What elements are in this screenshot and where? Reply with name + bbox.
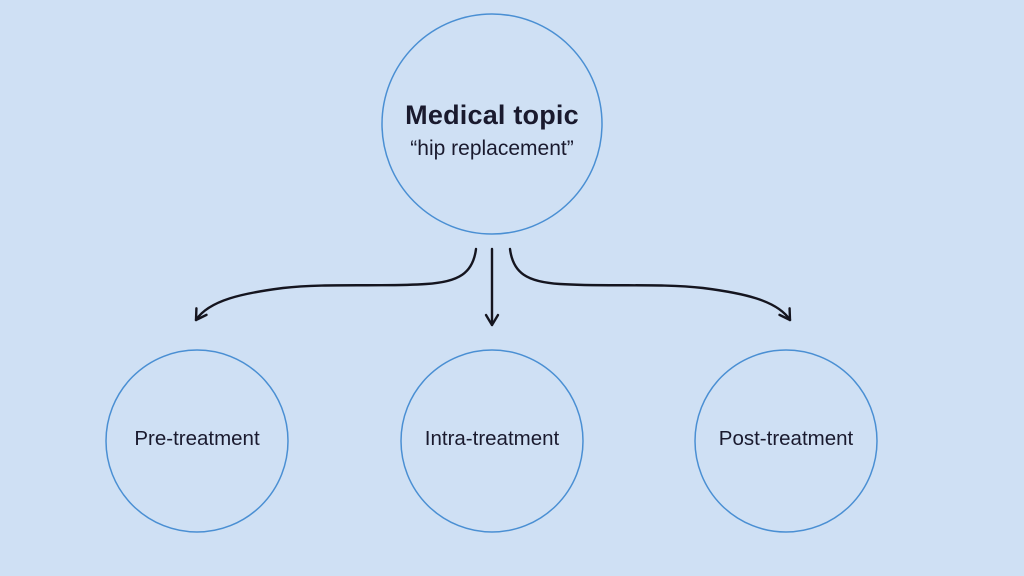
- arrow-to-pre-treatment-icon: [194, 247, 478, 322]
- root-node-label: Medical topic “hip replacement”: [405, 99, 579, 161]
- child-node-circle-intra-treatment: [400, 349, 584, 533]
- root-node-circle: [381, 13, 603, 235]
- arrow-to-post-treatment-icon: [508, 247, 792, 322]
- child-node-circle-pre-treatment: [105, 349, 289, 533]
- child-node-label-pre-treatment: Pre-treatment: [134, 427, 260, 450]
- child-node-circle-post-treatment: [694, 349, 878, 533]
- root-node-title: Medical topic: [405, 100, 579, 131]
- child-node-label-intra-treatment: Intra-treatment: [424, 427, 560, 450]
- root-node-subtitle: “hip replacement”: [410, 136, 574, 160]
- child-node-label-post-treatment: Post-treatment: [718, 427, 854, 450]
